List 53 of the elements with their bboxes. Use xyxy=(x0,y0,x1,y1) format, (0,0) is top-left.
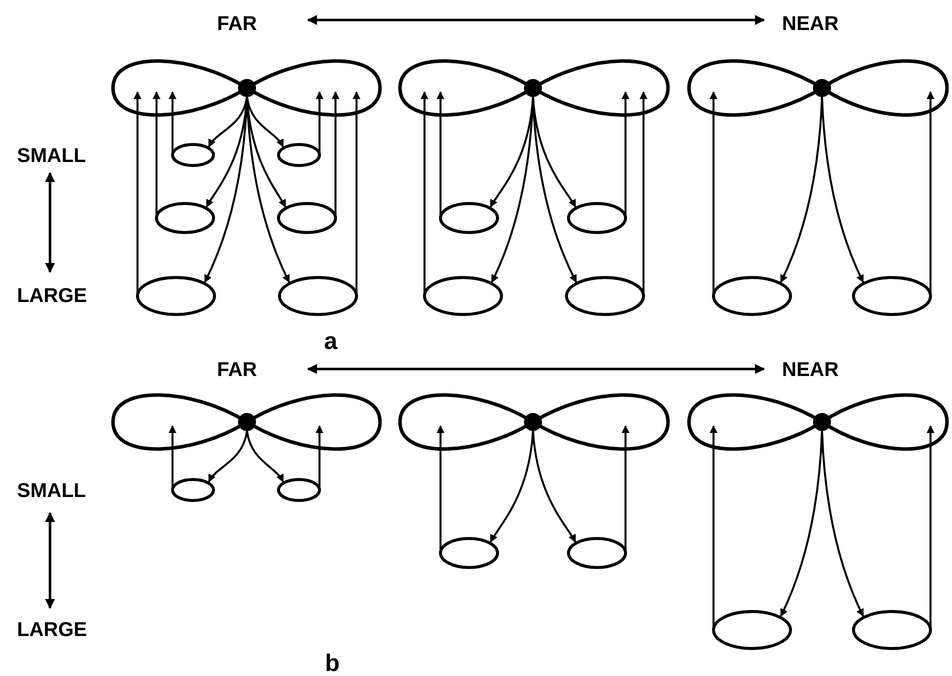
ring xyxy=(565,276,645,316)
figure-eight-loop xyxy=(398,394,670,450)
dot xyxy=(813,79,831,97)
size-label: LARGE xyxy=(17,286,87,306)
figure-eight-loop xyxy=(111,60,382,116)
ring xyxy=(277,478,321,502)
ring xyxy=(567,537,627,569)
ring xyxy=(278,276,358,316)
size-label: LARGE xyxy=(17,620,87,640)
panel-label: b xyxy=(325,652,340,676)
arrow xyxy=(208,96,248,148)
dot xyxy=(238,79,256,97)
panel-label: a xyxy=(324,330,338,354)
direction-label: NEAR xyxy=(782,360,839,380)
ring xyxy=(852,276,932,316)
arrow xyxy=(168,91,176,155)
figure-eight-loop xyxy=(398,60,670,116)
ring xyxy=(136,276,216,316)
direction-label: FAR xyxy=(217,14,257,34)
direction-label: NEAR xyxy=(782,14,839,34)
ring xyxy=(277,143,321,167)
direction-label: FAR xyxy=(217,360,257,380)
arrow xyxy=(208,430,248,482)
ring xyxy=(423,276,503,316)
ring xyxy=(567,202,627,234)
size-label: SMALL xyxy=(17,481,86,501)
arrow xyxy=(316,425,324,490)
arrow xyxy=(246,430,284,482)
arrow xyxy=(532,96,578,283)
dot xyxy=(524,413,542,431)
ring xyxy=(712,276,792,316)
ring xyxy=(155,202,215,234)
arrow xyxy=(168,425,176,490)
ring xyxy=(439,537,499,569)
ring xyxy=(171,143,215,167)
arrow xyxy=(246,96,284,148)
ring xyxy=(852,610,932,650)
arrow xyxy=(821,430,864,617)
dot xyxy=(524,79,542,97)
ring xyxy=(439,202,499,234)
dot xyxy=(238,413,256,431)
arrow xyxy=(821,96,864,283)
arrow xyxy=(316,91,324,155)
dot xyxy=(813,413,831,431)
figure-eight-loop xyxy=(687,394,949,450)
ring xyxy=(712,610,792,650)
size-label: SMALL xyxy=(17,146,86,166)
ring xyxy=(171,478,215,502)
ring xyxy=(277,202,337,234)
figure-eight-loop xyxy=(111,394,382,450)
arrow xyxy=(532,430,576,543)
arrow xyxy=(246,96,290,283)
figure-eight-loop xyxy=(687,60,949,116)
